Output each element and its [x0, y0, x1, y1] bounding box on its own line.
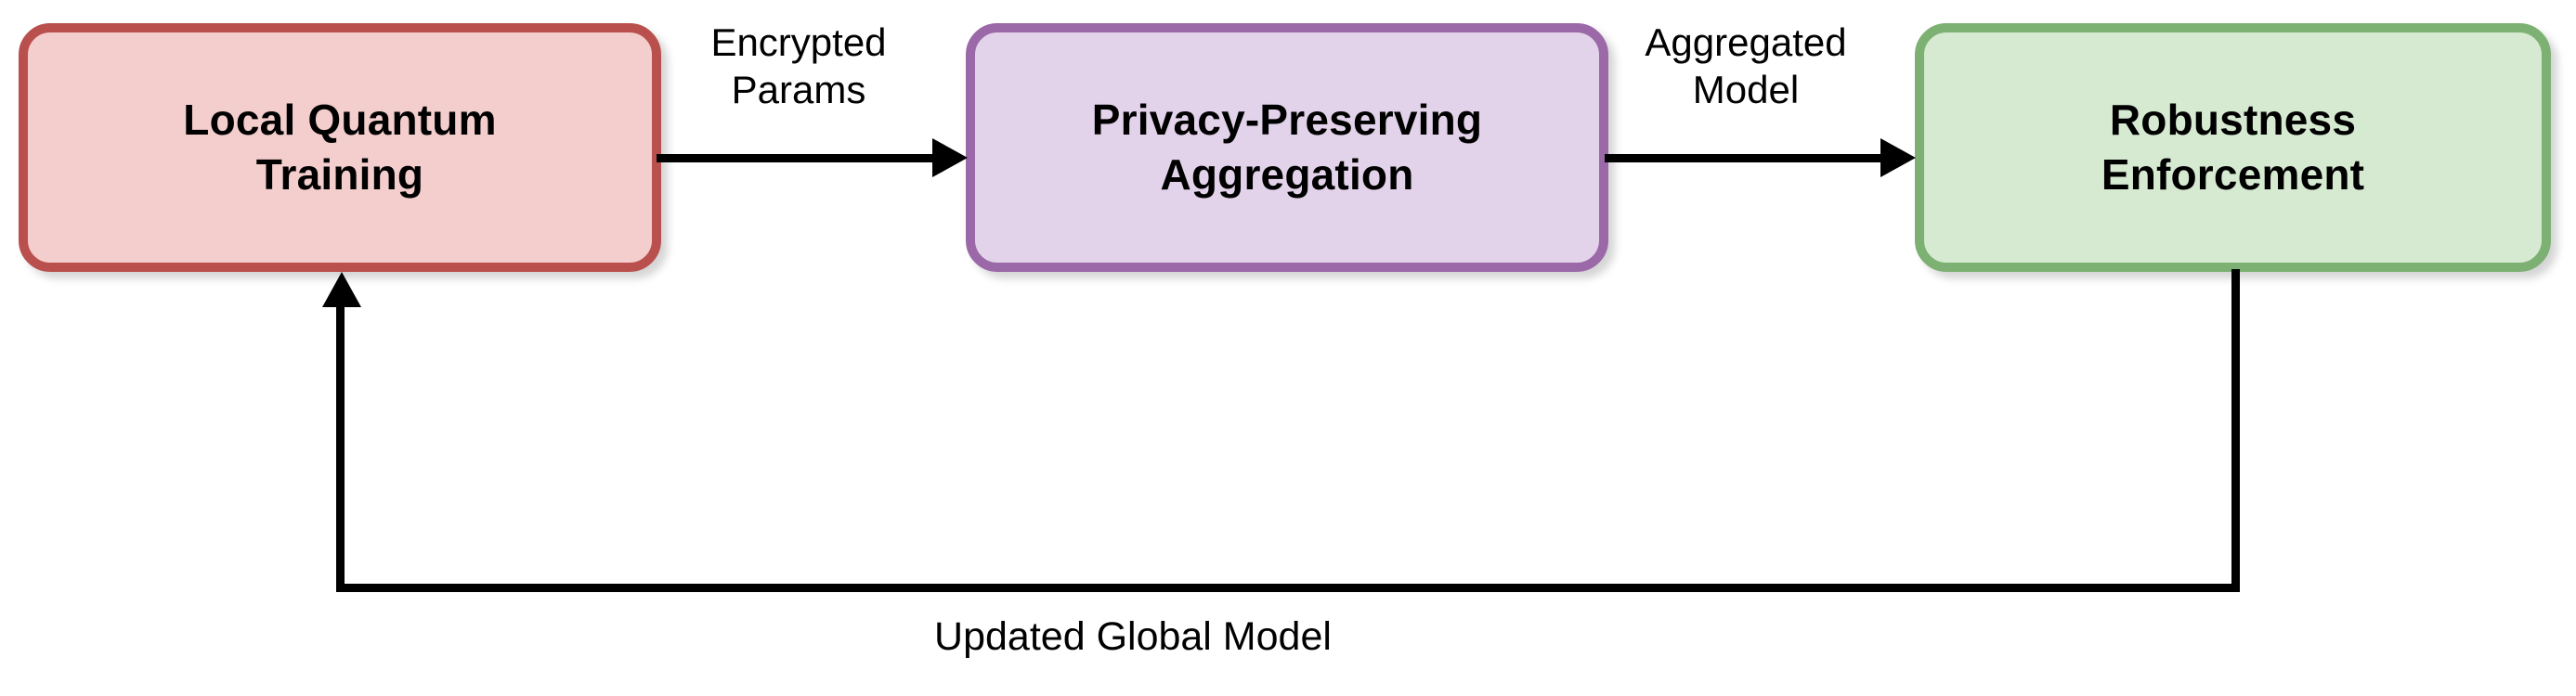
node-privacy-preserving-aggregation[interactable]: Privacy-Preserving Aggregation [966, 23, 1608, 272]
edge-encrypted-params-line [657, 154, 935, 162]
edge-feedback-vertical-left-segment [336, 306, 345, 587]
edge-aggregated-model-line [1605, 154, 1883, 162]
node-local-quantum-training-label: Local Quantum Training [183, 96, 497, 199]
node-local-quantum-training[interactable]: Local Quantum Training [19, 23, 661, 272]
edge-feedback-horizontal-segment [336, 584, 2240, 592]
node-robustness-enforcement-label: Robustness Enforcement [2101, 96, 2365, 199]
arrow-up-icon [322, 272, 361, 307]
edge-label-updated-global-model: Updated Global Model [934, 614, 1332, 659]
arrow-right-icon [932, 138, 968, 177]
node-privacy-preserving-aggregation-label: Privacy-Preserving Aggregation [1091, 96, 1483, 199]
node-robustness-enforcement[interactable]: Robustness Enforcement [1915, 23, 2551, 272]
edge-label-aggregated-model: Aggregated Model [1645, 20, 1847, 112]
arrow-right-icon [1880, 138, 1916, 177]
edge-label-encrypted-params: Encrypted Params [710, 20, 887, 112]
edge-feedback-vertical-right-segment [2231, 269, 2240, 592]
